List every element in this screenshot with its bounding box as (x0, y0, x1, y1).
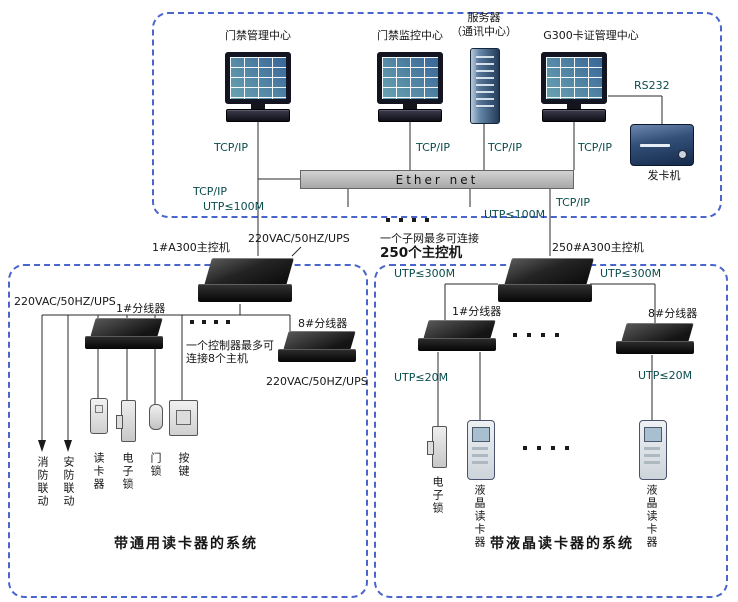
label-utp300-right: UTP≤300M (600, 267, 662, 280)
label-electronic-lock: 电子锁 (121, 452, 134, 491)
label-lcd-reader-2: 液晶读卡器 (645, 484, 658, 549)
monitor-stand (251, 104, 265, 109)
workstation-access-monitor (376, 52, 444, 122)
workstation-g300-card (540, 52, 608, 122)
label-ups-top: 220VAC/50HZ/UPS (248, 232, 350, 245)
label-tcpip-2: TCP/IP (416, 141, 450, 154)
label-card-reader: 读卡器 (92, 452, 105, 491)
monitor-screen-icon (377, 52, 443, 104)
server-front-panel (476, 56, 494, 108)
splitter-top-face (283, 331, 356, 350)
controller-1-device (198, 258, 295, 304)
right-splitter-1-device (418, 320, 496, 352)
controller-front-face (198, 284, 292, 302)
monitor-screen-icon (541, 52, 607, 104)
card-issuer-device (630, 124, 694, 166)
label-tcpip-1: TCP/IP (214, 141, 248, 154)
label-right-electronic-lock: 电子锁 (431, 476, 444, 515)
card-reader-device (90, 398, 108, 434)
server-tower-device (470, 48, 500, 124)
splitter-top-face (423, 320, 496, 339)
splitter-top-face (621, 323, 694, 342)
label-right-splitter-1: 1#分线器 (452, 305, 502, 318)
label-tcpip-left-drop: TCP/IP (193, 185, 227, 198)
splitter-front-face (616, 341, 694, 354)
label-utp300-left: UTP≤300M (394, 267, 456, 280)
ethernet-bus: Ether net (300, 170, 574, 189)
ethernet-label: Ether net (395, 172, 479, 187)
issuer-knob (678, 150, 687, 159)
label-security-linkage: 安防联动 (62, 456, 75, 508)
label-left-splitter-1: 1#分线器 (116, 302, 166, 315)
label-g300-card-center: G300卡证管理中心 (543, 29, 639, 42)
label-tcpip-3: TCP/IP (488, 141, 522, 154)
monitor-stand (567, 104, 581, 109)
controller-front-face (498, 284, 592, 302)
label-controller-1: 1#A300主控机 (152, 241, 230, 254)
label-lcd-reader-1: 液晶读卡器 (473, 484, 486, 549)
label-utp100-right: UTP≤100M (484, 208, 546, 221)
monitor-base (226, 109, 290, 122)
workstation-access-mgmt (224, 52, 292, 122)
right-splitter-8-device (616, 323, 694, 355)
monitor-base (378, 109, 442, 122)
left-splitter-8-device (278, 331, 356, 363)
exit-button-device (169, 400, 198, 436)
label-controller-250: 250#A300主控机 (552, 241, 644, 254)
label-right-splitter-8: 8#分线器 (648, 307, 698, 320)
label-access-mgmt-center: 门禁管理中心 (225, 29, 291, 42)
controller-top-face (203, 258, 295, 286)
left-splitter-1-device (85, 318, 163, 350)
controller-top-face (503, 258, 595, 286)
lcd-reader-device-1 (467, 420, 495, 480)
splitter-front-face (85, 336, 163, 349)
label-rs232: RS232 (634, 79, 670, 92)
generic-reader-section-border (8, 264, 368, 598)
label-server-line1: 服务器 (467, 11, 501, 24)
lcd-keypad (644, 447, 660, 467)
label-card-issuer: 发卡机 (647, 169, 681, 182)
lcd-keypad (472, 447, 488, 467)
label-utp20-left: UTP≤20M (394, 371, 449, 384)
label-tcpip-4: TCP/IP (578, 141, 612, 154)
label-subnet-note-line1: 一个子网最多可连接 (380, 232, 479, 245)
lcd-screen (472, 427, 490, 442)
right-section-title: 带液晶读卡器的系统 (490, 536, 634, 552)
electronic-lock-device (116, 400, 136, 442)
card-slot (640, 144, 670, 147)
management-center-section-border (152, 12, 722, 218)
label-ups-left: 220VAC/50HZ/UPS (14, 295, 116, 308)
monitor-screen-icon (225, 52, 291, 104)
label-access-monitor-center: 门禁监控中心 (377, 29, 443, 42)
label-utp100-left: UTP≤100M (203, 200, 265, 213)
splitter-top-face (90, 318, 163, 337)
label-fire-linkage: 消防联动 (36, 456, 49, 508)
label-server-line2: （通讯中心） (451, 25, 517, 38)
door-lock-device (149, 404, 163, 430)
splitter-front-face (418, 338, 496, 351)
lcd-screen (644, 427, 662, 442)
monitor-base (542, 109, 606, 122)
label-door-lock: 门锁 (149, 452, 162, 478)
splitter-front-face (278, 349, 356, 362)
right-electronic-lock-device (427, 426, 447, 468)
label-controller-note-line1: 一个控制器最多可 (186, 339, 274, 352)
label-tcpip-right-drop: TCP/IP (556, 196, 590, 209)
controller-250-device (498, 258, 595, 304)
label-ups-bottom: 220VAC/50HZ/UPS (266, 375, 368, 388)
left-section-title: 带通用读卡器的系统 (114, 536, 258, 552)
monitor-stand (403, 104, 417, 109)
label-utp20-right: UTP≤20M (638, 369, 693, 382)
label-left-splitter-8: 8#分线器 (298, 317, 348, 330)
lcd-reader-device-2 (639, 420, 667, 480)
label-subnet-note-line2: 250个主控机 (380, 245, 463, 261)
label-exit-button: 按键 (177, 452, 190, 478)
label-controller-note-line2: 连接8个主机 (186, 352, 248, 365)
